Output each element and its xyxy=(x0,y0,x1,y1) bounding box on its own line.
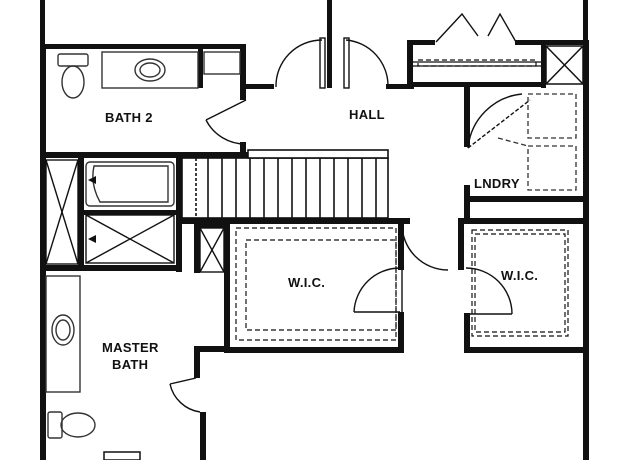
closet-shelf-lines xyxy=(413,61,541,67)
master-toilet-bowl-icon xyxy=(60,412,96,438)
chase-box xyxy=(545,45,584,85)
room-label-wic-right: W.I.C. xyxy=(501,268,538,283)
bathtub-icon xyxy=(85,161,175,207)
doors xyxy=(169,12,531,413)
room-label-hall: HALL xyxy=(349,107,385,122)
master-vanity xyxy=(45,275,81,393)
walls xyxy=(40,0,589,460)
bath-2-fixtures xyxy=(57,51,241,207)
toilet-bowl-icon xyxy=(61,65,85,99)
master-toilet-tank-icon xyxy=(47,411,63,439)
room-label-bath-2: BATH 2 xyxy=(105,110,153,125)
laundry-appliances xyxy=(497,93,577,191)
shower xyxy=(85,214,175,264)
shower-niche xyxy=(199,227,225,273)
closet-shelving xyxy=(235,59,569,341)
room-labels: BATH 2 HALL LNDRY W.I.C. W.I.C. MASTER B… xyxy=(102,107,538,372)
linen-closet xyxy=(45,159,79,265)
room-label-laundry: LNDRY xyxy=(474,176,520,191)
vanity xyxy=(101,51,199,89)
room-label-master-line1: MASTER xyxy=(102,340,159,355)
master-bath-fixtures xyxy=(45,275,96,439)
staircase xyxy=(181,149,389,219)
sink-icon xyxy=(134,58,166,82)
master-sink-icon xyxy=(51,314,75,346)
room-label-master-line2: BATH xyxy=(112,357,148,372)
room-label-wic-center: W.I.C. xyxy=(288,275,325,290)
